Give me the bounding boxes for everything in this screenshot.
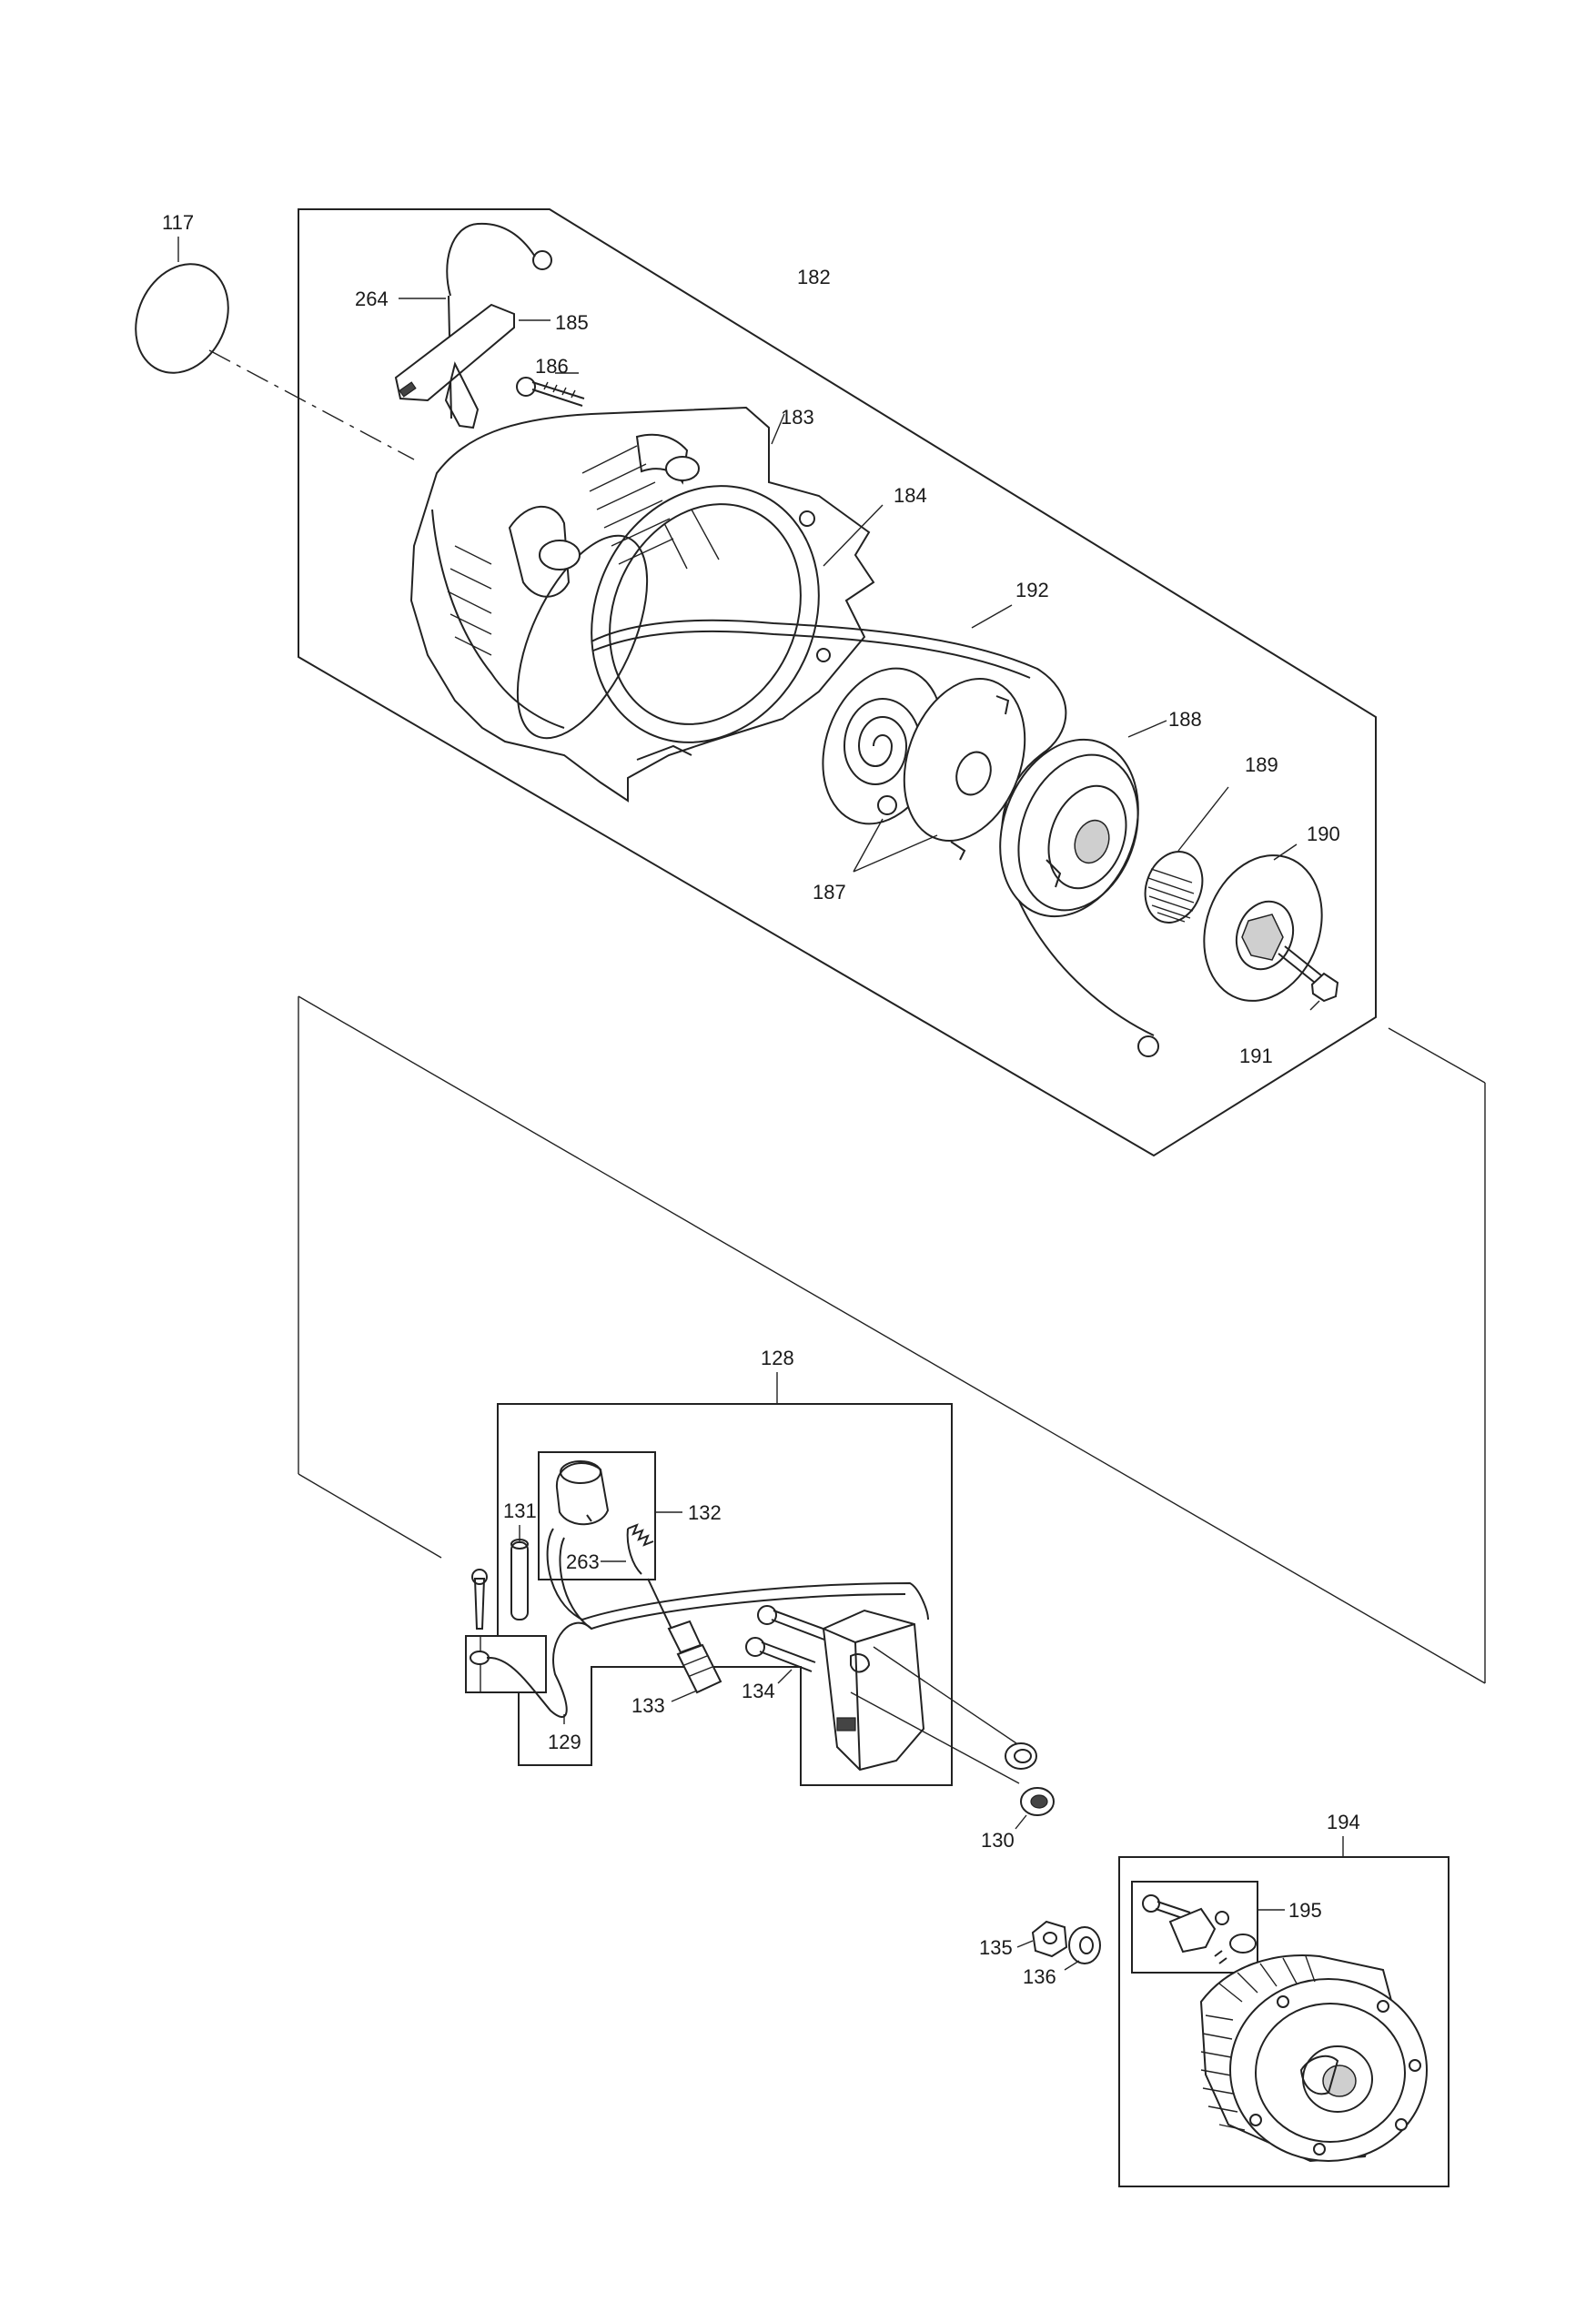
flywheel-pawl-part <box>1142 1894 1257 1964</box>
part-label-130: 130 <box>981 1829 1015 1852</box>
nut-part <box>1016 1920 1068 1958</box>
flywheel-frame <box>1118 1856 1450 2187</box>
part-label-190: 190 <box>1307 823 1340 845</box>
part-label-186: 186 <box>535 355 569 378</box>
part-label-194: 194 <box>1327 1811 1360 1833</box>
starter-rope <box>591 604 1159 1057</box>
part-label-188: 188 <box>1168 708 1202 731</box>
connector-line <box>298 1473 442 1559</box>
screw-part <box>745 1605 829 1684</box>
flywheel-pawl-frame <box>1131 1881 1258 1974</box>
sleeve-part <box>510 1525 529 1620</box>
part-label-183: 183 <box>781 406 814 429</box>
washer-part <box>1005 1742 1055 1830</box>
part-label-184: 184 <box>894 484 927 507</box>
starter-housing <box>409 406 884 803</box>
part-label-133: 133 <box>631 1694 665 1717</box>
ground-wire-part <box>465 1569 592 1724</box>
part-label-191: 191 <box>1239 1045 1273 1067</box>
part-label-264: 264 <box>355 288 389 310</box>
spark-plug-part <box>647 1578 722 1702</box>
spark-plug-cap-part <box>555 1460 610 1526</box>
flywheel-part <box>1199 1954 1428 2163</box>
o-ring-part <box>135 237 415 460</box>
part-label-185: 185 <box>555 311 589 334</box>
pawl-spring-part <box>1144 786 1229 924</box>
part-label-134: 134 <box>742 1680 775 1702</box>
part-label-263: 263 <box>566 1550 600 1573</box>
part-label-117: 117 <box>162 211 194 234</box>
part-label-136: 136 <box>1023 1965 1056 1988</box>
rope-pulley-part <box>999 720 1167 918</box>
part-label-187: 187 <box>813 881 846 904</box>
starter-assembly-frame <box>298 208 1377 1157</box>
cap-spring-part <box>601 1523 654 1575</box>
high-tension-lead <box>546 1528 929 1631</box>
screw-part <box>1278 945 1339 1011</box>
part-label-132: 132 <box>688 1501 722 1524</box>
part-label-129: 129 <box>548 1731 581 1753</box>
connector-line <box>298 995 1486 1684</box>
screw-part <box>516 372 585 407</box>
spark-plug-cap-frame <box>538 1451 656 1580</box>
part-label-192: 192 <box>1015 579 1049 601</box>
washer-part <box>1064 1926 1101 1971</box>
part-label-195: 195 <box>1288 1899 1322 1922</box>
part-label-128: 128 <box>761 1347 794 1369</box>
starter-rope-handle <box>394 222 552 429</box>
ignition-coil-part <box>822 1609 1020 1784</box>
recoil-spring-part <box>822 667 1026 873</box>
part-label-182: 182 <box>797 266 831 288</box>
connector-line <box>1388 1027 1486 1084</box>
part-label-131: 131 <box>503 1499 537 1522</box>
part-label-189: 189 <box>1245 753 1278 776</box>
part-label-135: 135 <box>979 1936 1013 1959</box>
